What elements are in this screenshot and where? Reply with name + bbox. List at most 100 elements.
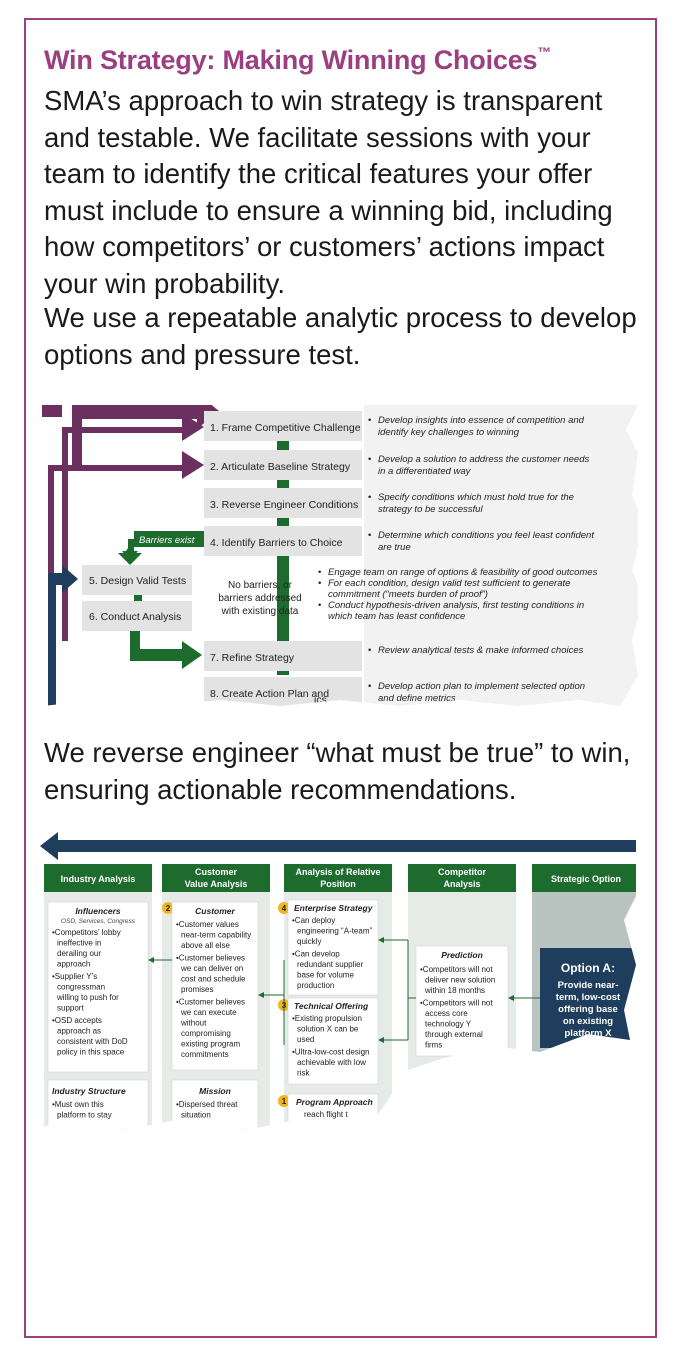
process-step-box	[204, 450, 362, 480]
prediction-bullet: firms	[425, 1041, 442, 1050]
process-step-box	[204, 526, 362, 556]
customer-bullet: •Customer values	[176, 920, 239, 929]
column-header-label: Analysis	[443, 879, 480, 889]
customer-title: Customer	[195, 906, 235, 916]
bullet-marker: •	[318, 567, 321, 578]
influencer-bullet: support	[57, 1004, 84, 1013]
column-header-label: Customer	[195, 867, 238, 877]
process-step-box	[204, 488, 362, 518]
analysis-bullet: For each condition, design valid test su…	[328, 578, 570, 589]
card-box	[47, 901, 149, 1073]
technical-bullet: •Existing propulsion	[292, 1014, 362, 1023]
process-step-box	[204, 411, 362, 441]
step-description: are true	[378, 542, 411, 553]
customer-bullet: •Customer believes	[176, 998, 245, 1007]
prediction-bullet: access core	[425, 1009, 468, 1018]
card-box	[287, 997, 379, 1085]
customer-bullet: •Customer believes	[176, 954, 245, 963]
step5-label: 5. Design Valid Tests	[89, 575, 186, 587]
step-description: identify key challenges to winning	[378, 427, 520, 438]
enterprise-bullet: production	[297, 981, 334, 990]
technical-bullet: achievable with low	[297, 1058, 366, 1067]
influencer-bullet: policy in this space	[57, 1048, 125, 1057]
feedback-arrow-outer	[62, 413, 204, 641]
connector-arrowhead	[258, 992, 264, 998]
feedback-arrow-inner	[48, 451, 204, 641]
mission-bullet: •Dispersed threat	[176, 1100, 238, 1109]
column-header-label: Competitor	[438, 867, 486, 877]
column-header-box	[408, 864, 516, 892]
barriers-label: Barriers exist	[139, 535, 195, 546]
program-approach-title: Program Approach	[296, 1097, 373, 1107]
influencer-bullet: •OSD accepts	[52, 1016, 102, 1025]
influencer-bullet: consistent with DoD	[57, 1037, 128, 1046]
industry-structure-title: Industry Structure	[52, 1086, 126, 1096]
technical-bullet: used	[297, 1035, 314, 1044]
step-description: and define metrics	[378, 693, 456, 704]
bullet-marker: •	[368, 645, 371, 656]
enterprise-bullet: •Can deploy	[292, 916, 335, 925]
process-step-label: 3. Reverse Engineer Conditions	[210, 499, 358, 511]
process-flow-figure: 1. Frame Competitive Challenge•Develop i…	[42, 405, 638, 706]
influencers-title: Influencers	[75, 906, 121, 916]
bullet-marker: •	[318, 600, 321, 611]
influencer-bullet: derailing our	[57, 949, 101, 958]
column-header-label: Position	[320, 879, 356, 889]
connector-arrowhead	[148, 957, 154, 963]
option-a-line: on existing	[563, 1016, 613, 1027]
column-header-label: Analysis of Relative	[295, 867, 380, 877]
option-a-title: Option A:	[561, 961, 615, 975]
column-header-label: Industry Analysis	[61, 874, 136, 884]
column-header-box	[162, 864, 270, 892]
navy-arrow-step5	[48, 565, 78, 706]
customer-bullet: above all else	[181, 941, 230, 950]
mission-bullet: situation	[181, 1111, 211, 1120]
column-header-box	[532, 864, 636, 892]
process-flow-diagram: 1. Frame Competitive Challenge•Develop i…	[42, 405, 638, 706]
influencer-bullet: •Competitors’ lobby	[52, 928, 121, 937]
enterprise-bullet: quickly	[297, 937, 321, 946]
technical-bullet: •Ultra-low-cost design	[292, 1048, 370, 1057]
enterprise-bullet: engineering “A-team”	[297, 927, 372, 936]
title-text: Win Strategy: Making Winning Choices	[44, 45, 538, 75]
no-barriers-text: barriers addressed	[218, 593, 301, 604]
number-badge	[162, 902, 174, 914]
connector-arrowhead	[378, 937, 384, 943]
step5-to-6-connector	[134, 595, 142, 601]
influencer-bullet: approach	[57, 960, 90, 969]
number-badge-text: 2	[166, 904, 171, 913]
technical-bullet: risk	[297, 1069, 310, 1078]
no-barriers-text: No barriers, or	[228, 580, 293, 591]
number-badge-text: 1	[282, 1097, 287, 1106]
column-header-box	[284, 864, 392, 892]
feedback-arrow-top	[42, 405, 62, 417]
connector-arrowhead	[508, 995, 514, 1001]
influencers-subtitle: OSD, Services, Congress	[61, 918, 136, 925]
mission-title: Mission	[199, 1086, 231, 1096]
option-a-line: Provide near-	[558, 980, 619, 991]
program-approach-fragment: reach flight t	[304, 1110, 348, 1119]
process-step-label: 7. Refine Strategy	[210, 652, 295, 664]
step6-to-step7-arrow	[130, 631, 202, 669]
prediction-bullet: •Competitors will not	[420, 999, 493, 1008]
page-border	[24, 18, 657, 1338]
step6-box	[82, 601, 192, 631]
bullet-marker: •	[368, 492, 371, 503]
influencer-bullet: ineffective in	[57, 939, 101, 948]
card-box	[171, 901, 259, 1071]
customer-bullet: compromising	[181, 1029, 231, 1038]
customer-bullet: commitments	[181, 1050, 229, 1059]
column-header-box	[44, 864, 152, 892]
process-step-label: 8. Create Action Plan and	[210, 688, 329, 700]
step5-box	[82, 565, 192, 595]
bullet-marker: •	[368, 681, 371, 692]
industry-structure-bullet: •Must own this	[52, 1100, 104, 1109]
prediction-bullet: •Competitors will not	[420, 965, 493, 974]
process-paragraph: We use a repeatable analytic process to …	[44, 302, 637, 370]
analysis-bullet: which team has least confidence	[328, 611, 465, 622]
enterprise-strategy-title: Enterprise Strategy	[294, 903, 374, 913]
influencer-bullet: willing to push for	[56, 993, 119, 1002]
prediction-bullet: through external	[425, 1030, 483, 1039]
prediction-bullet: technology Y	[425, 1020, 472, 1029]
customer-bullet: existing program	[181, 1040, 240, 1049]
